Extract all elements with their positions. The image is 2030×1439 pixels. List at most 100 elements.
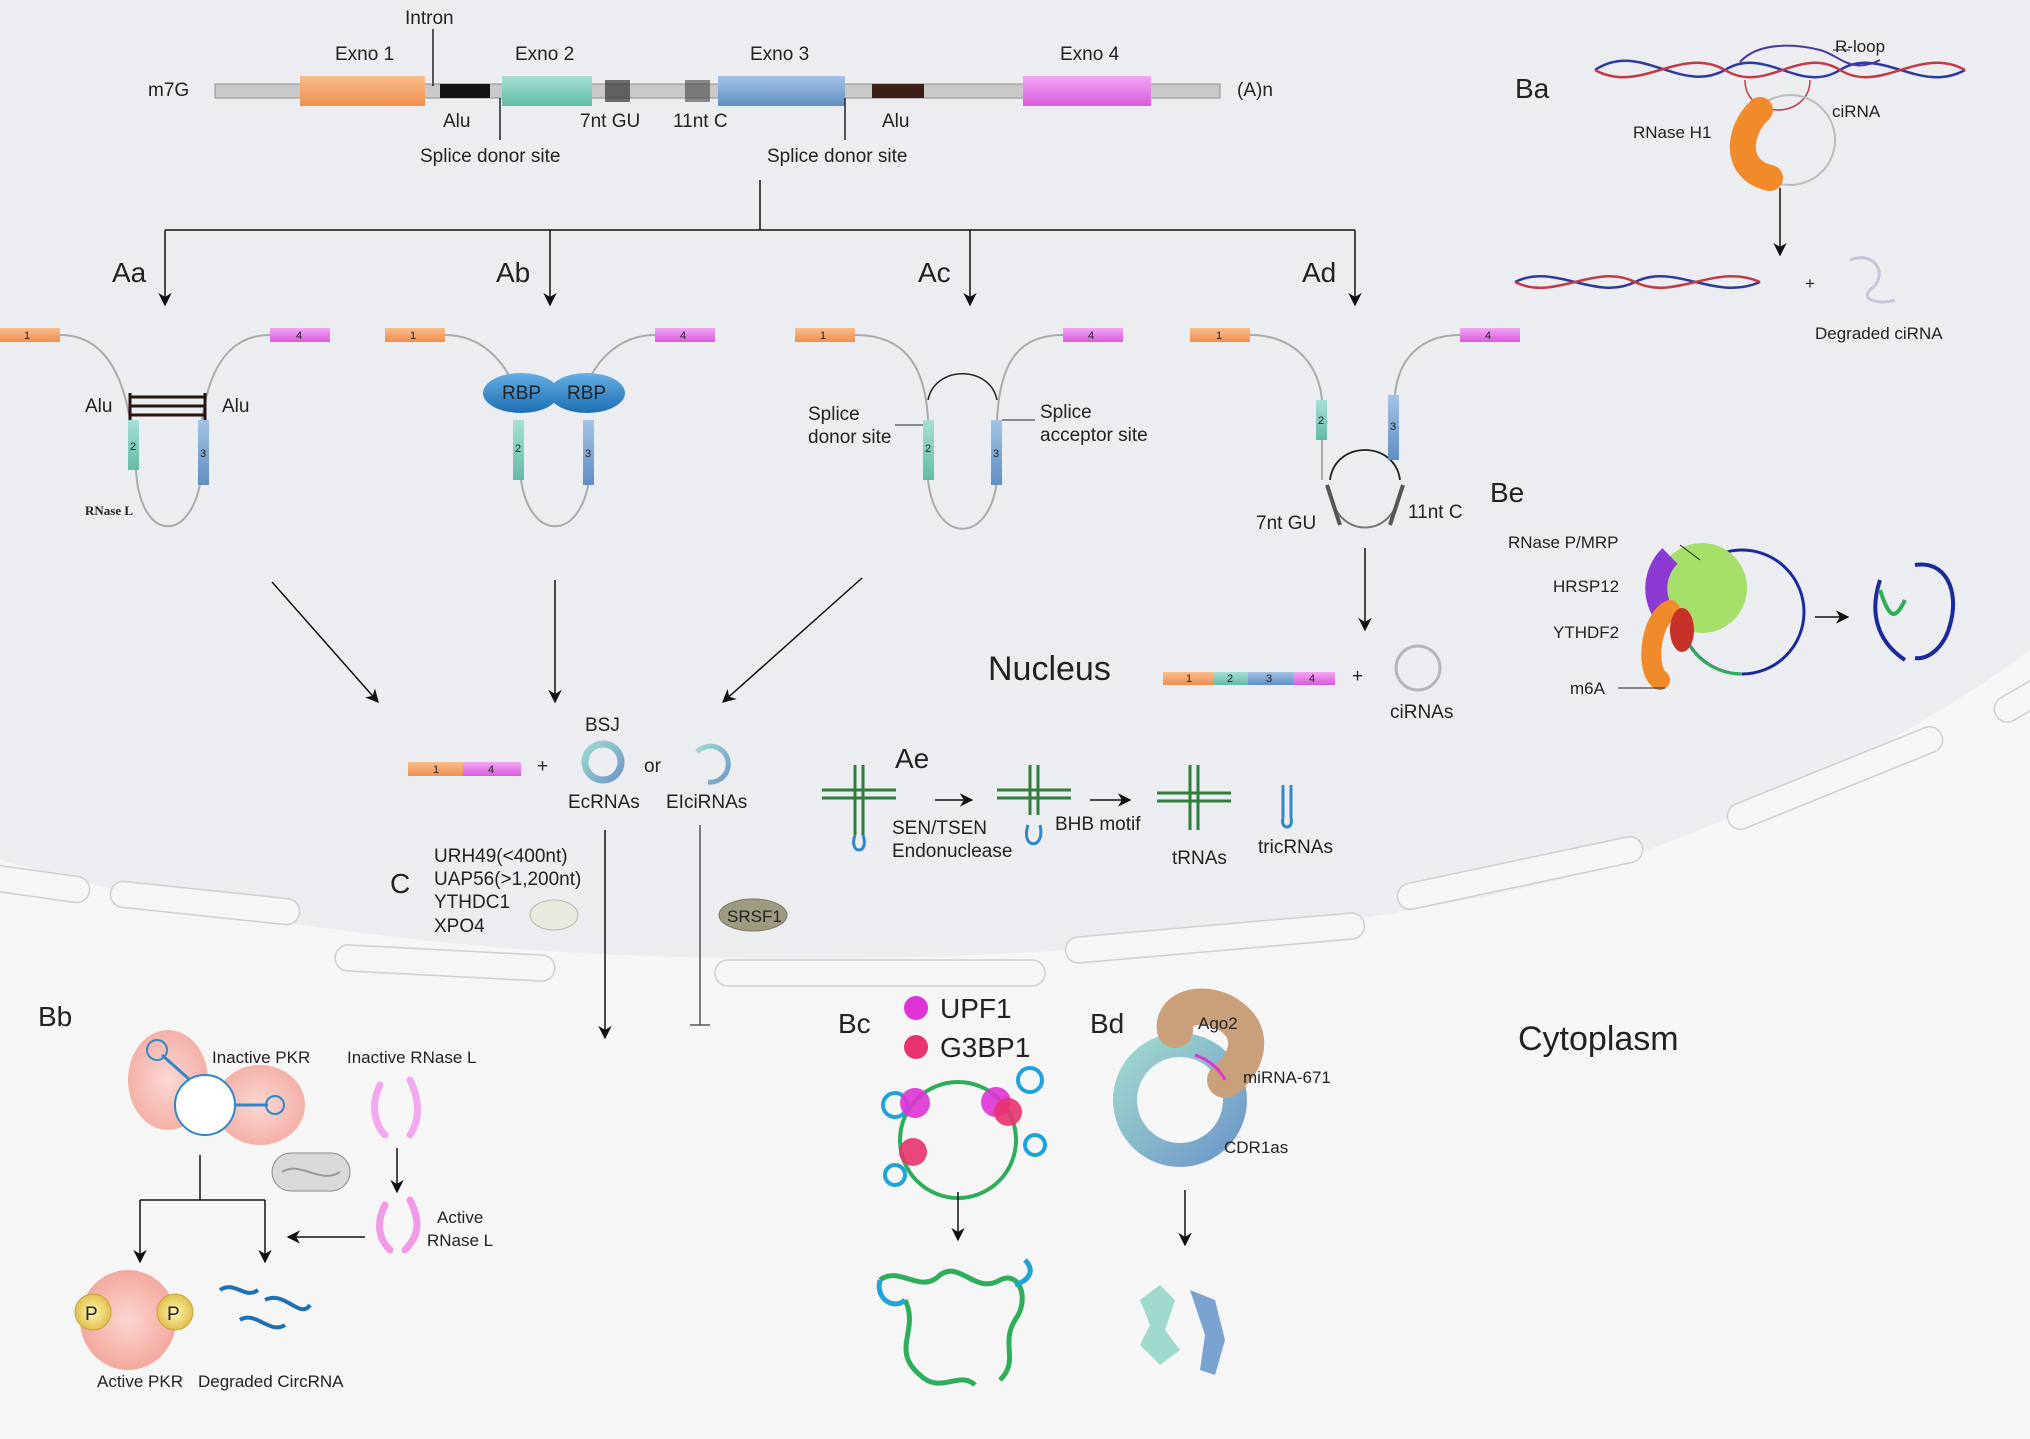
ago2-label: Ago2: [1198, 1014, 1238, 1033]
trna-cleaved-icon: [997, 765, 1071, 815]
splice-donor-label-2: Splice donor site: [767, 146, 907, 167]
aa-rnase-l: RNase L: [85, 503, 133, 518]
ab-exon-4-num: 4: [680, 330, 686, 342]
ecrnas-label: EcRNAs: [568, 792, 640, 813]
cdr1as-label: CDR1as: [1224, 1138, 1288, 1157]
panel-c: C URH49(<400nt) UAP56(>1,200nt) YTHDC1 X…: [390, 825, 788, 1040]
cirna-circle: [1394, 644, 1442, 692]
alu-label-1: Alu: [443, 111, 470, 132]
panel-bb-label: Bb: [38, 1001, 72, 1032]
prod-exon-1-num: 1: [433, 764, 439, 776]
ad-exon-3-num: 3: [1390, 421, 1396, 433]
ac-exon-2-num: 2: [925, 443, 931, 455]
products: 1 4 + BSJ or EcRNAs EIciRNAs 1 2 3 4 + c…: [408, 644, 1453, 813]
panel-ba-label: Ba: [1515, 73, 1550, 104]
lariat-exon-3: 3: [1266, 673, 1272, 685]
panel-ac-label: Ac: [918, 257, 951, 288]
cap-label: m7G: [148, 80, 189, 101]
r-loop-label: R-loop: [1835, 37, 1885, 56]
active-rnase-l-icon: [376, 1196, 421, 1254]
c-factor-3: YTHDC1: [434, 892, 510, 913]
alu-block-1: [440, 84, 490, 98]
exon-2-block: [502, 76, 592, 106]
ae-enzyme-line2: Endonuclease: [892, 841, 1012, 862]
intron-label: Intron: [405, 8, 454, 29]
exon-2-label: Exno 2: [515, 44, 574, 65]
exon-4-label: Exno 4: [1060, 44, 1120, 65]
p-label-right: P: [167, 1304, 180, 1325]
ac-donor-line2: donor site: [808, 427, 891, 448]
ythdf2-protein: [1641, 600, 1680, 690]
ab-exon-2: [513, 420, 524, 480]
virus-icon: [271, 1152, 351, 1192]
alu-label-2: Alu: [882, 111, 909, 132]
lariat-exon-1: 1: [1186, 673, 1192, 685]
gene-structure: m7G (A)n Exno 1 Exno 2 Exno 3 Exno 4 Int…: [148, 8, 1273, 167]
panel-ab-label: Ab: [496, 257, 530, 288]
degraded-circrna-label: Degraded CircRNA: [198, 1372, 344, 1391]
aa-exon-1: [0, 328, 60, 342]
ac-exon-2: [923, 420, 934, 480]
panel-ae-label: Ae: [895, 743, 929, 774]
ac-exon-3-num: 3: [993, 448, 999, 460]
ad-exon-1-num: 1: [1216, 330, 1222, 342]
panel-be: Be RNase P/MRP HRSP12 YTHDF2 m6A: [1490, 477, 1956, 698]
bsj-label: BSJ: [585, 715, 620, 736]
tricrna-icon: [1281, 785, 1293, 829]
nucleus-label: Nucleus: [988, 650, 1111, 688]
trnas-label: tRNAs: [1172, 848, 1227, 869]
ad-gu7-label: 7nt GU: [1256, 513, 1316, 534]
ae-enzyme-line1: SEN/TSEN: [892, 818, 987, 839]
p-label-left: P: [85, 1304, 98, 1325]
panel-ae: Ae SEN/TSEN Endonuclease BHB motif tRNAs…: [822, 743, 1333, 869]
prod-exon-4: [463, 762, 521, 776]
bhb-label: BHB motif: [1055, 814, 1141, 835]
elcirnas-label: EIciRNAs: [666, 792, 747, 813]
inactive-rnase-l-label: Inactive RNase L: [347, 1048, 476, 1067]
panel-c-label: C: [390, 868, 410, 899]
panel-bd-label: Bd: [1090, 1008, 1124, 1039]
polya-label: (A)n: [1237, 80, 1273, 101]
inactive-pkr-label: Inactive PKR: [212, 1048, 310, 1067]
rnase-l-monomers-icon: [371, 1076, 421, 1139]
aa-exon-3-num: 3: [200, 448, 206, 460]
intron-loop-icon: [852, 834, 866, 852]
degraded-circrna-icon-bc: [878, 1268, 1025, 1387]
exon-3-block: [718, 76, 845, 106]
ba-cirna-label: ciRNA: [1832, 102, 1881, 121]
ac-acceptor-line2: acceptor site: [1040, 425, 1148, 446]
alu-block-2: [872, 84, 924, 98]
elcirna-circle: [695, 743, 731, 785]
gu7-block: [605, 80, 630, 102]
ad-exon-1: [1190, 328, 1250, 342]
nuclear-envelope: [0, 663, 2030, 987]
tricrnas-label: tricRNAs: [1258, 837, 1333, 858]
rbp-label-left: RBP: [502, 383, 541, 404]
panel-ac: 1 4 2 3 Splice donor site Splice accepto…: [795, 328, 1148, 530]
branch-arrows: [158, 180, 1362, 307]
excised-intron-icon: [1025, 824, 1043, 846]
panel-bb: Bb Inactive PKR Inactive RNase L Active …: [38, 1001, 493, 1391]
g3bp1-label: G3BP1: [940, 1032, 1030, 1063]
ac-exon-3: [991, 420, 1002, 485]
ad-exon-4: [1460, 328, 1520, 342]
rbp-protein-right: [549, 373, 625, 413]
rnase-p-label: RNase P/MRP: [1508, 533, 1619, 552]
prod-exon-1: [408, 762, 463, 776]
ba-plus: +: [1805, 274, 1815, 293]
panel-bc-label: Bc: [838, 1008, 871, 1039]
panel-ad: 1 4 2 3 7nt GU 11nt C: [1190, 328, 1520, 534]
mirna-671-label: miRNA-671: [1243, 1068, 1331, 1087]
panel-ba: Ba R-loop ciRNA RNase H1 + Degraded ciRN…: [1514, 37, 1966, 343]
srsf1-oval: [718, 898, 788, 932]
trna-mature-icon: [1157, 765, 1231, 830]
g3bp1-icon: [904, 1035, 928, 1059]
ad-c11-label: 11nt C: [1408, 502, 1463, 523]
prod-exon-4-num: 4: [488, 764, 494, 776]
ad-exon-2: [1316, 400, 1327, 440]
degraded-cdr1as-icon: [1140, 1285, 1180, 1365]
prod-plus: +: [537, 756, 548, 777]
c11-label: 11nt C: [673, 111, 728, 132]
panel-bd: Bd Ago2 miRNA-671 CDR1as: [1090, 988, 1331, 1375]
